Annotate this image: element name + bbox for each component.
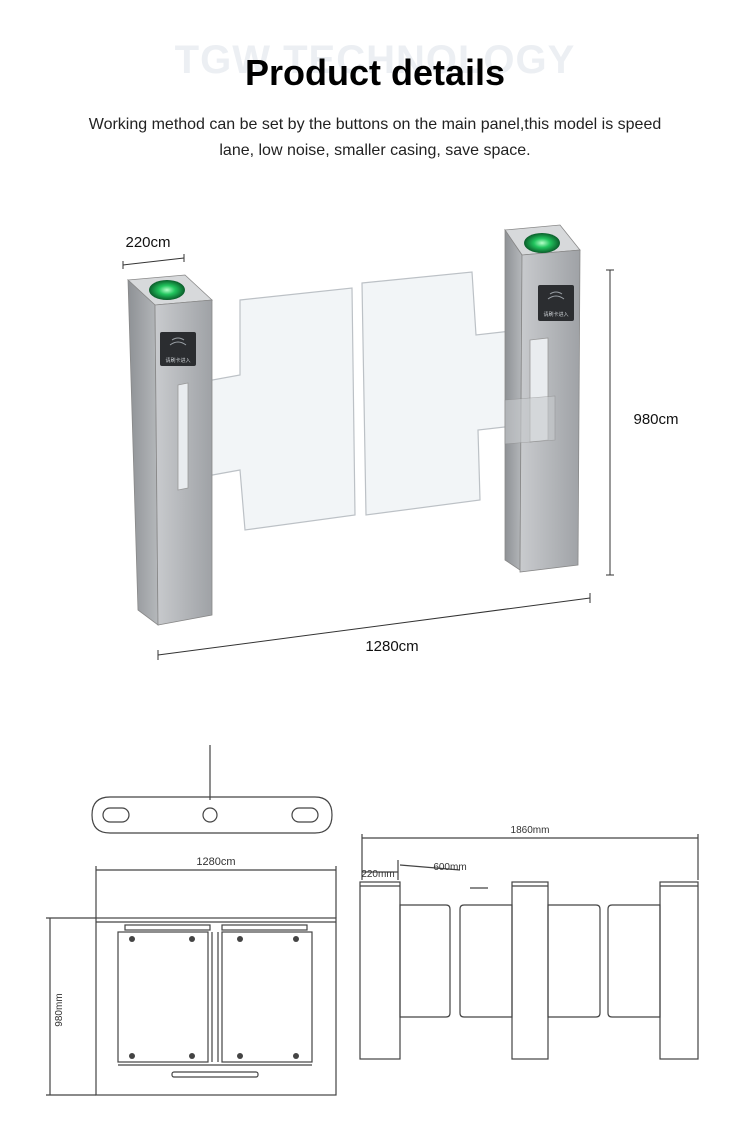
front-view-drawing	[46, 866, 337, 1096]
side-total-length-label: 1860mm	[511, 825, 550, 836]
product-description: Working method can be set by the buttons…	[88, 116, 662, 159]
front-view-bolts	[129, 936, 299, 1059]
front-width-label: 1280cm	[196, 856, 235, 868]
page-title: Product details	[244, 52, 506, 93]
glass-gate-left	[184, 287, 356, 531]
brand-watermark: TGW TECHNOLOGY	[174, 38, 576, 82]
right-card-reader-icon	[538, 285, 574, 321]
left-green-indicator-icon	[149, 280, 185, 300]
right-panel-label: 请刷卡进入	[543, 311, 568, 318]
right-post: 请刷卡进入	[504, 224, 581, 573]
dim-width-label: 220cm	[125, 234, 170, 251]
left-panel-label: 请刷卡进入	[165, 357, 190, 364]
glass-gate-right	[361, 271, 523, 516]
top-view-drawing	[91, 745, 333, 834]
dim-length-label: 1280cm	[365, 638, 418, 655]
front-height-label: 980mm	[54, 993, 65, 1026]
dim-height-label: 980cm	[633, 411, 678, 428]
right-green-indicator-icon	[524, 233, 560, 253]
side-view-drawing	[359, 834, 699, 1060]
side-post-width-label: 220mm	[361, 869, 394, 880]
side-gate-width-label: 600mm	[433, 862, 466, 873]
left-card-reader-icon	[160, 332, 196, 366]
left-post: 请刷卡进入	[127, 274, 213, 626]
